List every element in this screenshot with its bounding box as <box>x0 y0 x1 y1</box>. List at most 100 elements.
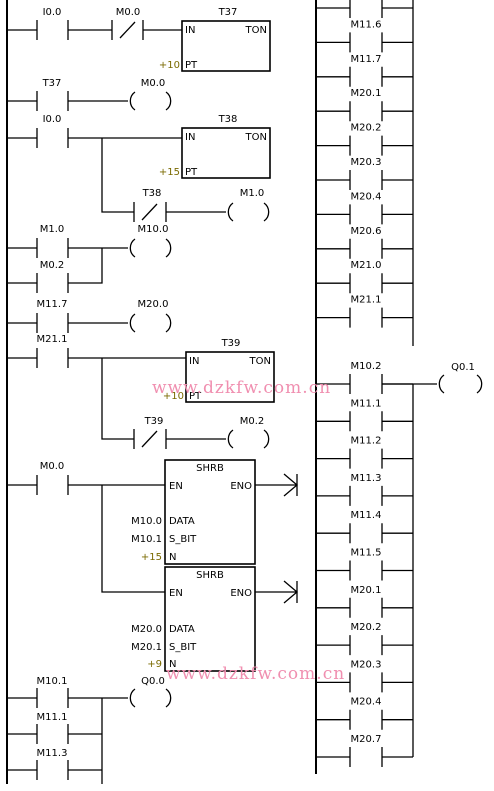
rung-3: I0.0 T38 IN TON PT +15 T38 M1.0 <box>7 114 271 222</box>
contact-symbol <box>316 273 413 294</box>
rung-8: M10.1 M11.1 M11.3 Q0.0 <box>7 676 172 784</box>
timer-in-label: IN <box>185 132 195 143</box>
right-contact: M11.6 <box>316 19 413 53</box>
coil <box>227 202 270 222</box>
right-contact: M11.5 <box>316 548 413 581</box>
contact-label: M11.6 <box>351 19 382 30</box>
shrb-eno-label: ENO <box>230 481 252 492</box>
watermark: www.dzkfw.com.cn <box>166 664 345 684</box>
contact-label: T38 <box>142 188 162 199</box>
coil-label: M10.0 <box>138 224 169 235</box>
shrb-box <box>164 566 256 672</box>
contact-label: M10.2 <box>351 361 382 372</box>
timer-pt-label: PT <box>185 60 198 71</box>
contact-symbol <box>316 101 413 122</box>
contact-label: T39 <box>144 416 164 427</box>
right-contact: M11.3 <box>316 473 413 506</box>
timer-name: T39 <box>221 338 241 349</box>
coil <box>129 238 172 258</box>
shrb-box <box>164 459 256 565</box>
shrb-title: SHRB <box>196 570 224 581</box>
shrb-eno-label: ENO <box>230 588 252 599</box>
right-contact: M20.2 <box>316 123 413 156</box>
contact-symbol <box>316 485 413 506</box>
contact-label: M20.1 <box>351 585 382 596</box>
contact-symbol <box>316 32 413 53</box>
contact-symbol <box>316 523 413 544</box>
coil <box>227 429 270 449</box>
coil-label: M0.0 <box>141 78 166 89</box>
right-contact: M21.1 <box>316 295 413 328</box>
coil-label: M20.0 <box>138 299 169 310</box>
right-contact: M11.4 <box>316 510 413 544</box>
right-contact: M20.2 <box>316 622 413 656</box>
coil-label: Q0.0 <box>141 676 165 687</box>
shrb-data-value: M20.0 <box>131 624 162 635</box>
right-contact: M20.7 <box>316 734 413 767</box>
shrb-sbit-label: S_BIT <box>169 642 197 653</box>
contact-label: M11.3 <box>351 473 382 484</box>
right-contact: M20.6 <box>316 226 413 259</box>
right-contact: M20.4 <box>316 191 413 225</box>
contact-symbol <box>316 672 413 693</box>
shrb-n-value: +9 <box>147 659 162 670</box>
right-contacts-top: M11.4M11.6M11.7M20.1M20.2M20.3M20.4M20.6… <box>316 0 413 328</box>
contact-label: M0.2 <box>40 260 65 271</box>
contact-symbol <box>316 135 413 156</box>
shrb-sbit-label: S_BIT <box>169 534 197 545</box>
contact-label: M20.3 <box>351 659 382 670</box>
nc-slash <box>141 203 158 221</box>
contact-label: M11.7 <box>351 54 382 65</box>
rung-6: M21.1 T39 IN TON PT +10 T39 M0.2 <box>7 334 275 449</box>
right-contact: M20.3 <box>316 157 413 190</box>
shrb-sbit-value: M10.1 <box>131 534 162 545</box>
watermark: www.dzkfw.com.cn <box>152 378 331 398</box>
timer-pt-label: PT <box>185 167 198 178</box>
shrb-sbit-value: M20.1 <box>131 642 162 653</box>
timer-type: TON <box>245 25 267 36</box>
right-contact: M10.2 <box>316 361 413 394</box>
contact-label: M21.1 <box>351 295 382 306</box>
nc-slash <box>141 430 158 448</box>
contact-symbol <box>316 170 413 190</box>
right-contact: M20.4 <box>316 697 413 730</box>
right-contact: M20.1 <box>316 88 413 122</box>
contact-symbol <box>316 238 413 259</box>
shrb-title: SHRB <box>196 463 224 474</box>
contact-label: M20.7 <box>351 734 382 745</box>
contact-label: M20.1 <box>351 88 382 99</box>
shrb-n-label: N <box>169 552 176 563</box>
contact-symbol <box>316 204 413 225</box>
contact-label: M20.6 <box>351 226 382 237</box>
shrb-data-value: M10.0 <box>131 516 162 527</box>
timer-preset: +10 <box>163 391 184 402</box>
rung-2: T37 M0.0 <box>7 78 172 111</box>
timer-box <box>185 351 275 403</box>
contact-symbol <box>316 448 413 469</box>
right-contact: M11.1 <box>316 398 413 432</box>
shrb-en-label: EN <box>169 481 183 492</box>
right-contact: M11.4 <box>316 0 413 18</box>
contact-label: I0.0 <box>43 7 62 18</box>
shrb-n-label: N <box>169 659 176 670</box>
contact-symbol <box>316 411 413 432</box>
timer-name: T37 <box>218 7 238 18</box>
timer-preset: +15 <box>159 167 180 178</box>
contact-label: M20.3 <box>351 157 382 168</box>
contact-label: M21.1 <box>37 334 68 345</box>
contact-symbol <box>316 709 413 730</box>
timer-name: T38 <box>218 114 238 125</box>
contact-symbol <box>316 0 413 18</box>
contact-label: M0.0 <box>116 7 141 18</box>
right-contacts-bottom: M10.2M11.1M11.2M11.3M11.4M11.5M20.1M20.2… <box>316 361 413 767</box>
contact-label: M1.0 <box>40 224 65 235</box>
timer-preset: +10 <box>159 60 180 71</box>
eno-arrow <box>255 580 299 604</box>
contact-label: M21.0 <box>351 260 382 271</box>
coil <box>129 313 172 333</box>
coil-label: Q0.1 <box>451 362 475 373</box>
coil <box>438 374 483 394</box>
contact-label: I0.0 <box>43 114 62 125</box>
timer-box <box>181 20 271 72</box>
